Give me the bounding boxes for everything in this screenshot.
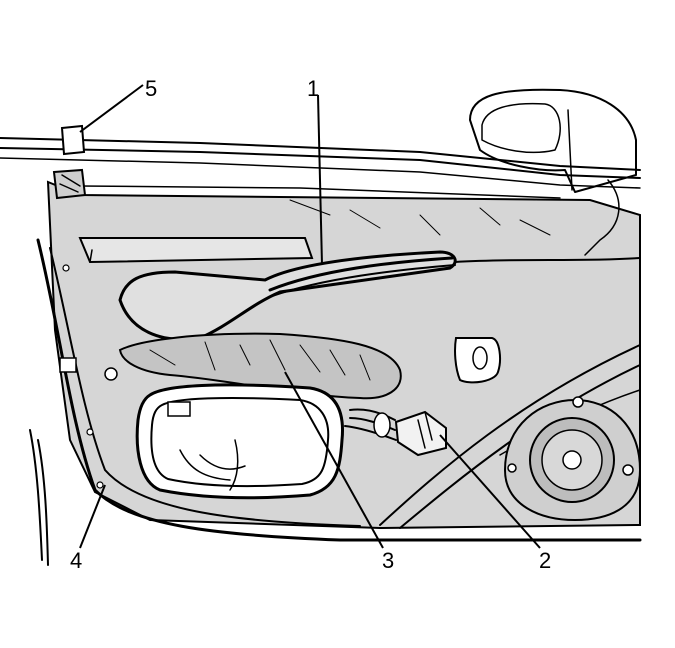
leader-3 — [284, 371, 384, 549]
internal-clip — [167, 401, 191, 417]
callout-1: 1 — [307, 76, 319, 101]
window-belt-line — [0, 147, 641, 179]
door-speaker — [503, 396, 642, 522]
door-outer-edge — [36, 238, 642, 542]
callout-3: 3 — [382, 548, 394, 573]
callout-5: 5 — [145, 76, 157, 101]
retainer-clip — [52, 124, 87, 200]
leader-1 — [317, 94, 323, 266]
upper-trim-shelf — [78, 237, 314, 264]
leader-2 — [439, 434, 541, 549]
mirror-housing — [469, 88, 637, 193]
callout-2: 2 — [539, 548, 551, 573]
leader-5 — [79, 84, 144, 133]
edge-clip — [59, 357, 77, 373]
water-deflector — [118, 332, 402, 400]
callout-4: 4 — [70, 548, 82, 573]
electrical-connector — [394, 410, 447, 457]
leader-4 — [79, 484, 106, 549]
